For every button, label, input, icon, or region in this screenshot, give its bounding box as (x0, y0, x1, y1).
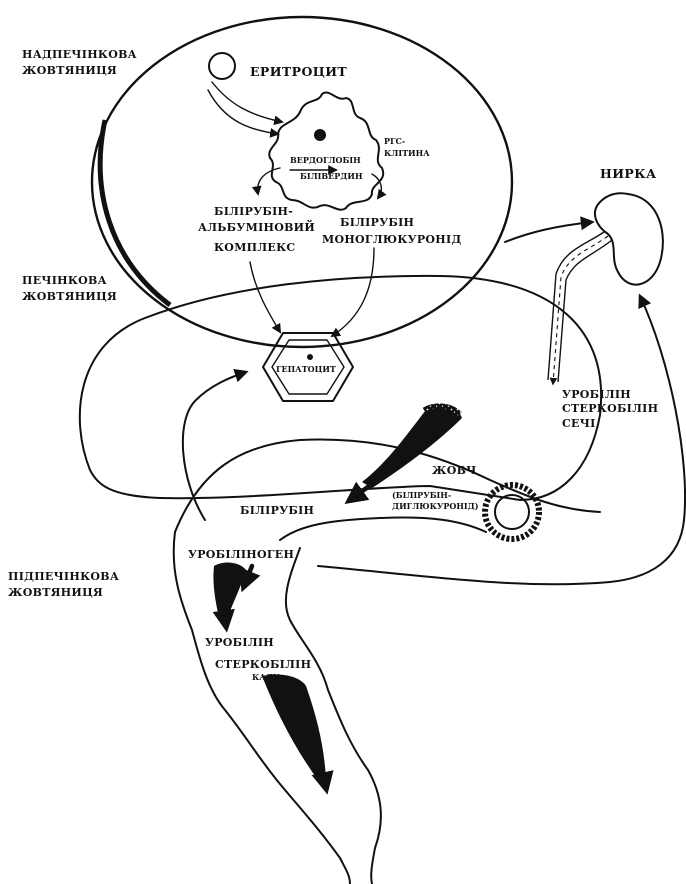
label-erythrocyte: ЕРИТРОЦИТ (250, 64, 347, 79)
svg-text:МОНОГЛЮКУРОНІД: МОНОГЛЮКУРОНІД (322, 233, 462, 246)
label-res-cell: РГС- КЛІТИНА (384, 136, 430, 158)
label-feces: КАЛУ (252, 672, 280, 682)
svg-text:РГС-: РГС- (384, 136, 405, 146)
urobilin-arrow (224, 612, 226, 626)
svg-text:АЛЬБУМІНОВИЙ: АЛЬБУМІНОВИЙ (198, 219, 315, 234)
bile-duct-section (485, 485, 539, 539)
label-verdoglobin: ВЕРДОГЛОБІН (290, 155, 361, 165)
res-cell-nucleus (314, 129, 326, 141)
svg-text:ПІДПЕЧІНКОВА: ПІДПЕЧІНКОВА (8, 570, 119, 583)
label-urobilinogen: УРОБІЛІНОГЕН (188, 548, 294, 561)
prehepatic-circle-shadow (100, 120, 170, 305)
label-stercobilin: СТЕРКОБІЛІН (215, 658, 311, 671)
svg-text:ЖОВТЯНИЦЯ: ЖОВТЯНИЦЯ (22, 64, 117, 77)
albumin-to-hepatocyte-arrow (250, 262, 280, 332)
to-kidney-arrow (505, 222, 592, 242)
to-albumin-complex-arrow (258, 168, 280, 194)
svg-text:БІЛІРУБІН: БІЛІРУБІН (340, 216, 414, 229)
svg-text:СЕЧІ: СЕЧІ (562, 417, 596, 430)
intestine-left-outline (174, 532, 350, 884)
urobilinogen-to-kidney-arrow (318, 296, 685, 584)
svg-text:БІЛІРУБІН-: БІЛІРУБІН- (214, 205, 293, 218)
kidney-icon (595, 193, 663, 284)
urobilin-stream (213, 563, 246, 622)
label-urine-pigments: УРОБІЛІН СТЕРКОБІЛІН СЕЧІ (562, 388, 658, 430)
label-kidney: НИРКА (600, 166, 657, 181)
bile-arrow (350, 484, 372, 500)
erythrocyte-icon (209, 53, 235, 79)
label-monoglucuronide: БІЛІРУБІН МОНОГЛЮКУРОНІД (322, 216, 462, 246)
svg-text:(БІЛІРУБІН-: (БІЛІРУБІН- (392, 490, 451, 500)
svg-text:НАДПЕЧІНКОВА: НАДПЕЧІНКОВА (22, 48, 137, 61)
label-urobilin: УРОБІЛІН (205, 636, 274, 649)
erythrocyte-arrow-1 (212, 82, 282, 122)
res-cell-shape (269, 92, 383, 209)
svg-text:КЛІТИНА: КЛІТИНА (384, 148, 430, 158)
label-biliverdin: БІЛІВЕРДИН (300, 171, 363, 181)
svg-text:ЖОВТЯНИЦЯ: ЖОВТЯНИЦЯ (8, 586, 103, 599)
erythrocyte-arrow-2 (208, 90, 278, 134)
label-diglucuronide: (БІЛІРУБІН- ДИГЛЮКУРОНІД) (392, 490, 479, 511)
label-hepatic: ПЕЧІНКОВА ЖОВТЯНИЦЯ (22, 274, 117, 303)
svg-text:УРОБІЛІН: УРОБІЛІН (562, 388, 631, 401)
svg-text:ДИГЛЮКУРОНІД): ДИГЛЮКУРОНІД) (392, 501, 479, 511)
svg-text:СТЕРКОБІЛІН: СТЕРКОБІЛІН (562, 402, 658, 415)
svg-text:КОМПЛЕКС: КОМПЛЕКС (214, 241, 295, 254)
colon-stream (262, 674, 326, 780)
label-prehepatic: НАДПЕЧІНКОВА ЖОВТЯНИЦЯ (22, 48, 137, 77)
label-posthepatic: ПІДПЕЧІНКОВА ЖОВТЯНИЦЯ (8, 570, 119, 599)
monoglucuronide-to-hepatocyte-arrow (332, 248, 374, 336)
svg-text:ЖОВТЯНИЦЯ: ЖОВТЯНИЦЯ (22, 290, 117, 303)
label-bile: ЖОВЧ (432, 464, 477, 477)
label-albumin-complex: БІЛІРУБІН- АЛЬБУМІНОВИЙ КОМПЛЕКС (198, 205, 315, 254)
to-monoglucuronide-arrow (372, 174, 381, 198)
label-hepatocyte: ГЕПАТОЦИТ (276, 364, 336, 374)
svg-text:ПЕЧІНКОВА: ПЕЧІНКОВА (22, 274, 107, 287)
label-bilirubin: БІЛІРУБІН (240, 504, 314, 517)
